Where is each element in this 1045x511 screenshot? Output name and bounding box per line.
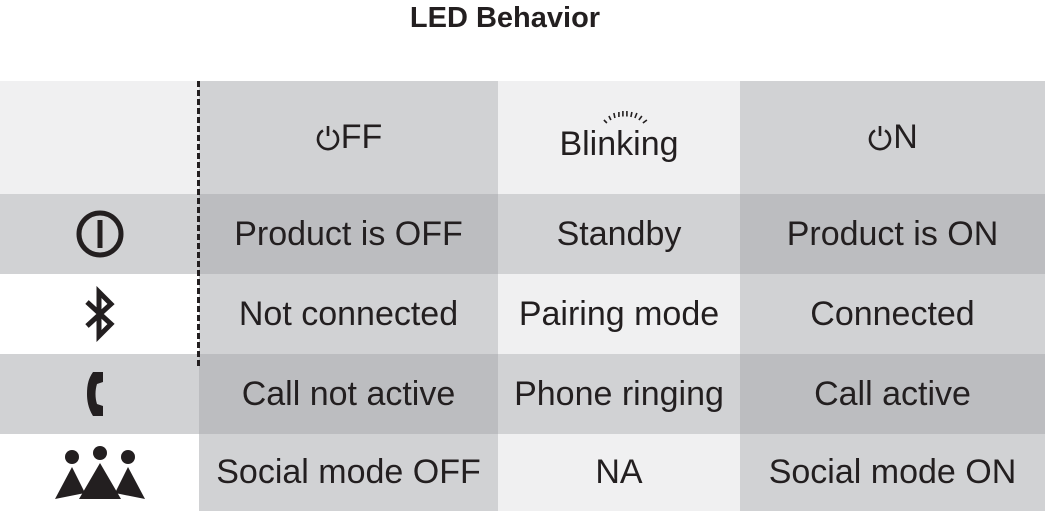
row-phone-on: Call active — [740, 354, 1045, 434]
header-blinking-label: Blinking — [559, 111, 679, 164]
row-power-blinking: Standby — [498, 194, 740, 274]
power-o-icon — [868, 125, 892, 150]
table-row-power: Product is OFF Standby Product is ON — [0, 194, 1045, 274]
row-phone-blinking: Phone ringing — [498, 354, 740, 434]
row-power-off: Product is OFF — [199, 194, 498, 274]
power-o-icon — [316, 125, 340, 150]
row-social-off: Social mode OFF — [199, 434, 498, 511]
header-blinking: Blinking — [498, 81, 740, 194]
header-blinking-text: Blinking — [559, 125, 679, 163]
bluetooth-icon — [82, 286, 118, 342]
row-icon-cell — [0, 274, 199, 354]
row-bluetooth-on: Connected — [740, 274, 1045, 354]
row-icon-cell — [0, 194, 199, 274]
table-row-phone: Call not active Phone ringing Call activ… — [0, 354, 1045, 434]
header-off-label: FF — [315, 118, 383, 157]
power-icon — [74, 208, 126, 260]
header-off-text: FF — [340, 118, 383, 156]
table-header-row: FF — [0, 81, 1045, 194]
column-divider — [197, 81, 200, 366]
row-social-on: Social mode ON — [740, 434, 1045, 511]
led-behavior-table: FF — [0, 81, 1045, 511]
social-group-icon — [54, 445, 145, 501]
row-phone-off: Call not active — [199, 354, 498, 434]
row-icon-cell — [0, 434, 199, 511]
row-bluetooth-off: Not connected — [199, 274, 498, 354]
header-icon-cell — [0, 81, 199, 194]
row-social-blinking: NA — [498, 434, 740, 511]
table-row-bluetooth: Not connected Pairing mode Connected — [0, 274, 1045, 354]
phone-icon — [85, 368, 115, 420]
header-on-text: N — [893, 118, 918, 156]
header-off: FF — [199, 81, 498, 194]
blink-rays-icon — [603, 111, 648, 124]
row-icon-cell — [0, 354, 199, 434]
row-power-on: Product is ON — [740, 194, 1045, 274]
row-bluetooth-blinking: Pairing mode — [498, 274, 740, 354]
header-on: N — [740, 81, 1045, 194]
header-on-label: N — [867, 118, 918, 157]
table-row-social: Social mode OFF NA Social mode ON — [0, 434, 1045, 511]
page-title: LED Behavior — [409, 2, 601, 34]
